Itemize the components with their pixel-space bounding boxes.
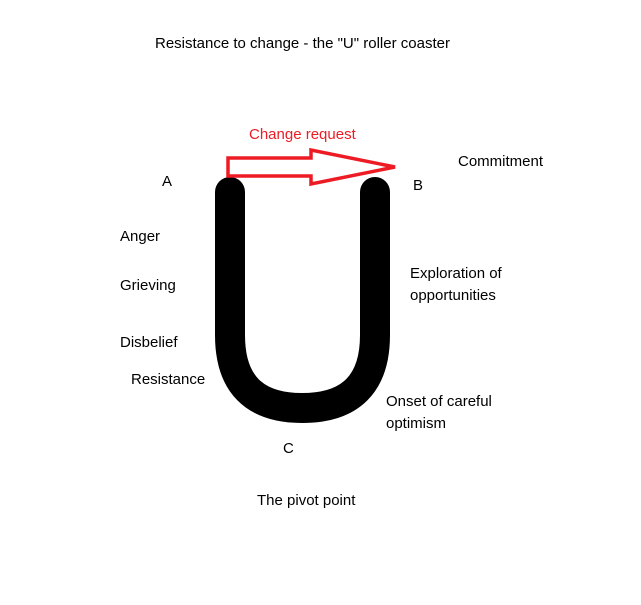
grieving-label: Grieving <box>120 277 176 294</box>
anger-label: Anger <box>120 228 161 245</box>
point-a: A <box>162 173 173 190</box>
u-shape <box>215 177 390 423</box>
disbelief-label: Disbelief <box>120 334 178 351</box>
point-b: B <box>413 177 424 194</box>
pivot-point-label: The pivot point <box>257 492 356 509</box>
resistance-label: Resistance <box>131 371 206 388</box>
point-c: C <box>283 440 294 457</box>
optimism-label-line2: optimism <box>386 415 447 432</box>
optimism-label-line1: Onset of careful <box>386 393 492 410</box>
exploration-label-line1: Exploration of <box>410 265 502 282</box>
diagram-title: Resistance to change - the "U" roller co… <box>155 35 450 52</box>
commitment-label: Commitment <box>458 153 544 170</box>
exploration-label-line2: opportunities <box>410 287 496 304</box>
change-arrow <box>226 147 396 187</box>
change-request-label: Change request <box>249 126 356 143</box>
